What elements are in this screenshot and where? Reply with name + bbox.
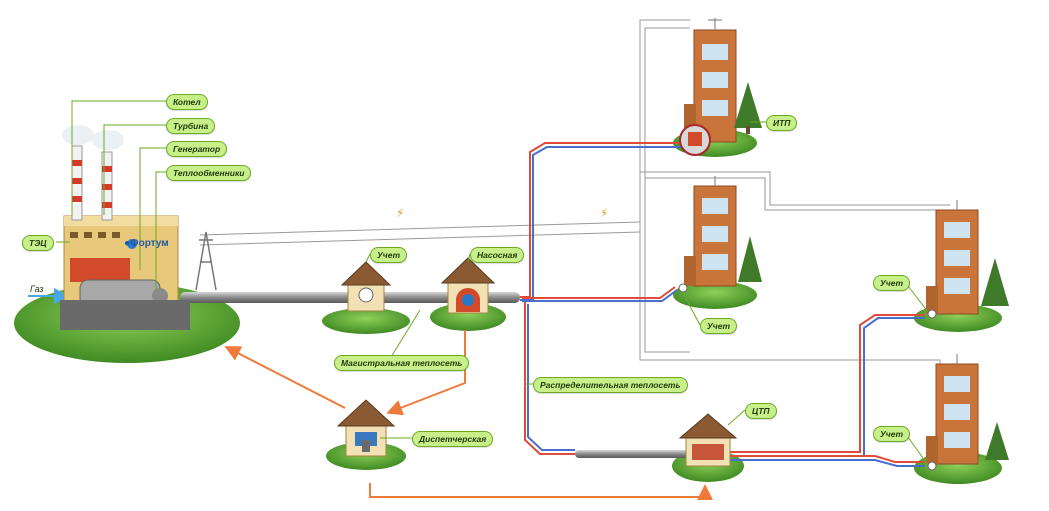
label-metering-building4: Учет <box>873 426 910 442</box>
label-tec: ТЭЦ <box>22 235 54 251</box>
brand-name: Фортум <box>130 238 169 249</box>
label-boiler: Котел <box>166 94 208 110</box>
label-ctp: ЦТП <box>745 403 777 419</box>
label-dispatch: Диспетчерская <box>412 431 494 447</box>
tree <box>981 258 1009 306</box>
brand-logo: ●Фортум <box>124 238 169 249</box>
distribution-pipes <box>520 142 925 467</box>
label-gas: Газ <box>30 284 44 294</box>
tec-plant <box>60 125 190 330</box>
lightning-icon: ⚡ <box>396 206 404 220</box>
building-2 <box>678 176 737 293</box>
tree <box>985 422 1009 460</box>
power-lines <box>199 19 950 372</box>
label-metering-main: Учет <box>370 247 407 263</box>
pump-station <box>440 257 496 314</box>
tree <box>734 82 762 134</box>
label-itp: ИТП <box>766 115 798 131</box>
label-turbine: Турбина <box>166 118 216 134</box>
dispatch-house <box>336 399 396 457</box>
lightning-icon: ⚡ <box>600 206 608 220</box>
tree <box>738 236 762 282</box>
brand-icon: ● <box>124 238 131 249</box>
label-distribution-network: Распределительная теплосеть <box>533 377 688 393</box>
label-metering-building2: Учет <box>700 318 737 334</box>
power-pylon <box>195 231 217 291</box>
label-metering-building3: Учет <box>873 275 910 291</box>
label-heat-exchangers: Теплообменники <box>166 165 252 181</box>
label-generator: Генератор <box>166 141 228 157</box>
ctp-house <box>678 413 738 467</box>
building-4 <box>926 354 979 471</box>
metering-house-main <box>340 261 392 312</box>
label-pump-station: Насосная <box>470 247 525 263</box>
building-itp <box>679 18 737 156</box>
building-3 <box>926 200 979 319</box>
control-arrows <box>224 330 713 500</box>
label-main-network: Магистральная теплосеть <box>334 355 470 371</box>
